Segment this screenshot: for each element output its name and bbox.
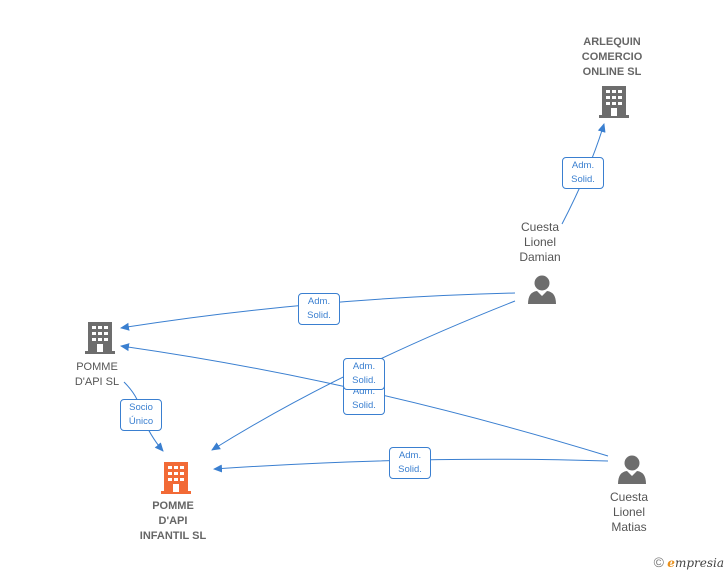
node-label-cuesta-matias[interactable]: Cuesta Lionel Matias	[609, 490, 649, 534]
node-label-cuesta-damian[interactable]: Cuesta Lionel Damian	[519, 220, 561, 264]
edge-label-matias-pomme-infantil[interactable]: Adm. Solid.	[389, 447, 431, 479]
edge-label-damian-pomme-infantil[interactable]: Adm. Solid.	[343, 358, 385, 390]
person-icon[interactable]	[527, 274, 557, 304]
node-label-pomme-api[interactable]: POMME D'API SL	[74, 361, 120, 388]
building-icon[interactable]	[160, 460, 192, 494]
edge-label-damian-pomme-api[interactable]: Adm. Solid.	[298, 293, 340, 325]
edge-label-pomme-api-pomme-infantil[interactable]: Socio Único	[120, 399, 162, 431]
person-icon[interactable]	[617, 454, 647, 484]
building-icon[interactable]	[598, 84, 630, 118]
node-label-arlequin[interactable]: ARLEQUIN COMERCIO ONLINE SL	[581, 36, 643, 78]
building-icon[interactable]	[84, 320, 116, 354]
node-label-pomme-infantil[interactable]: POMME D'API INFANTIL SL	[139, 500, 207, 542]
brand-logo: empresia	[667, 556, 724, 570]
edge-label-damian-arlequin[interactable]: Adm. Solid.	[562, 157, 604, 189]
copyright-symbol: ©	[653, 554, 664, 570]
empresia-watermark: © empresia	[654, 554, 724, 570]
